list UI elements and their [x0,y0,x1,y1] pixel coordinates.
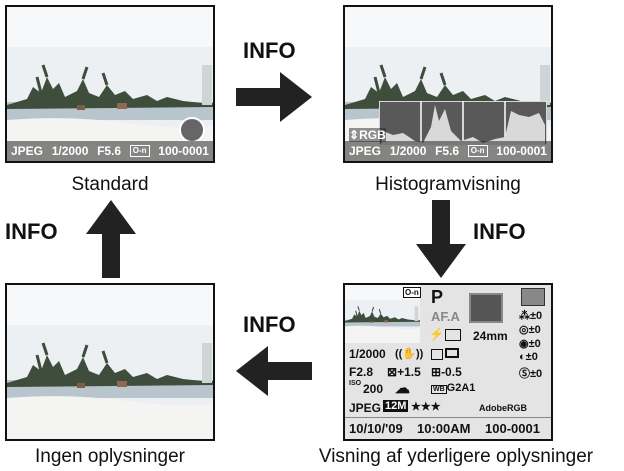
file-format: JPEG [349,401,382,415]
color-space: AdobeRGB [479,403,527,413]
image-size: 12M [383,400,409,412]
focal-length: 24mm [473,329,508,343]
shutter-label: 1/2000 [51,144,89,158]
arrow-left-icon [236,346,312,396]
info-label-left: INFO [5,219,58,244]
caption-no-info: Ingen oplysninger [35,446,185,467]
shutter-label: 1/2000 [389,144,427,158]
param-hue: ◎±0 [519,324,541,336]
image-tone-icon [521,288,545,306]
format-label: JPEG [11,144,44,158]
histogram-info-bar: JPEG 1/2000 F5.6 O-n 100-0001 [345,141,551,161]
af-point-icon [469,293,503,323]
caption-histogram: Histogramvisning [375,174,521,195]
drive-mode-icon [431,349,443,360]
file-number: 100-0001 [496,144,547,158]
shutter-speed: 1/2000 [349,347,386,361]
protect-icon: O-n [467,145,488,157]
histogram-screen: ⇕RGB JPEG 1/2000 F5.6 O-n 100-0001 [343,5,553,163]
file-number: 100-0001 [485,421,540,436]
info-label-right: INFO [473,219,526,244]
exposure-comp: ⊠+1.5 [387,365,421,379]
playback-icon [179,117,205,143]
file-number: 100-0001 [158,144,209,158]
iso-label: ISO [349,380,362,387]
format-label: JPEG [349,144,382,158]
arrow-down-icon [416,200,466,278]
beach-photo [7,285,213,439]
arrow-right-icon [236,72,312,122]
rgb-channel-label: ⇕RGB [349,128,386,142]
arrow-up-icon [86,200,136,278]
aperture-label: F5.6 [435,144,460,158]
info-label-bottom: INFO [243,312,296,337]
caption-standard: Standard [71,174,149,195]
aperture-label: F5.6 [97,144,122,158]
param-sharpness: Ⓢ±0 [519,368,543,380]
flash-icon: ⚡ [429,327,444,341]
aperture-value: F2.8 [349,365,374,379]
detailed-info-screen: O-n P AF.A ⚡ 24mm ⁂±0 ◎±0 ◉±0 ◐±0 Ⓢ±0 1/… [343,283,553,441]
capture-date: 10/10/'09 [349,421,403,436]
param-contrast: ◐±0 [519,351,538,363]
param-key: ◉±0 [519,338,541,350]
standard-info-bar: JPEG 1/2000 F5.6 O-n 100-0001 [7,141,213,161]
af-mode: AF.A [431,309,460,324]
param-saturation: ⁂±0 [519,310,543,322]
iso-value: 200 [363,382,384,396]
updown-icon: ⇕ [349,128,360,142]
protect-icon: O-n [129,145,150,157]
shake-reduction-icon: ((✋)) [395,348,424,360]
continuous-icon [445,348,459,358]
caption-detailed: Visning af yderligere oplysninger [318,446,594,467]
info-label-top: INFO [243,38,296,63]
white-balance-icon: ☁ [395,380,410,397]
no-info-screen [5,283,215,441]
protect-icon: O-n [403,287,421,298]
exposure-mode: P [431,287,444,307]
flash-comp: ⊞-0.5 [431,365,462,379]
histogram-graph [379,101,547,145]
metering-icon [445,329,461,341]
quality-stars: ★★★ [411,401,441,413]
standard-screen: JPEG 1/2000 F5.6 O-n 100-0001 [5,5,215,163]
capture-time: 10:00AM [417,421,471,436]
detail-divider [345,417,551,418]
